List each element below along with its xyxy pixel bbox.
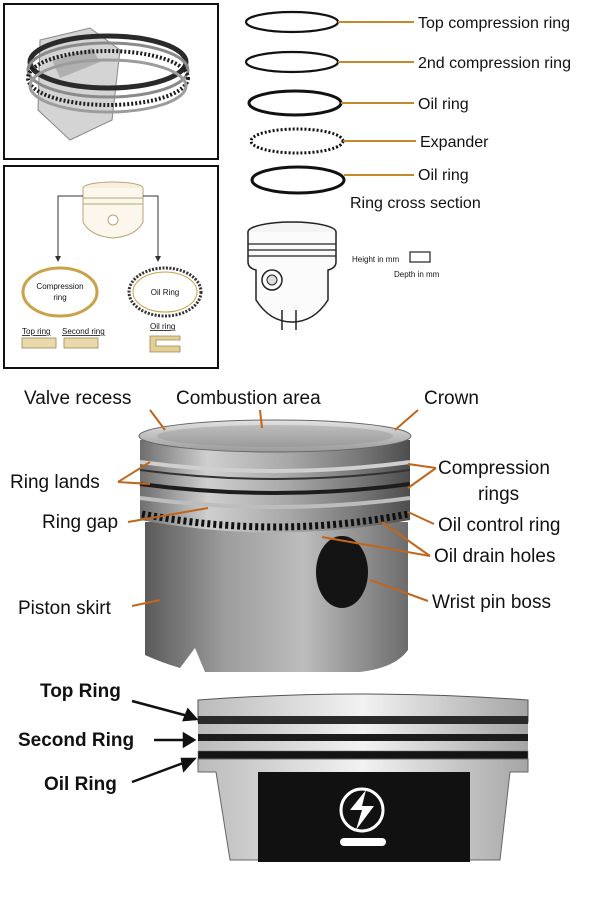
oil-ring-band (197, 750, 529, 760)
ring-positions: Top Ring Second Ring Oil Ring (18, 681, 529, 862)
compression-ring-icon (21, 266, 99, 318)
piston-ring-set-icon (26, 27, 190, 141)
ring-oil-2: Oil ring (250, 165, 469, 195)
arrow-to-oil (143, 195, 159, 258)
label-crown: Crown (424, 388, 479, 409)
anatomy-leader-lines (117, 409, 437, 607)
label-ring-gap: Ring gap (42, 512, 118, 533)
label-oil-control-ring: Oil control ring (438, 515, 561, 536)
ring-label-oil-2: Oil ring (418, 167, 469, 184)
label-top-ring: Top Ring (40, 681, 121, 702)
second-ring-label: Second ring (62, 327, 105, 336)
label-compression-rings-2: rings (478, 484, 519, 505)
ring-cross-section-title: Ring cross section (350, 195, 481, 212)
cross-section-rect (409, 251, 431, 263)
lightning-logo-icon (339, 787, 386, 846)
top-ring-section (21, 337, 57, 349)
ring-label-expander: Expander (420, 134, 489, 151)
oil-ring-section (149, 335, 181, 353)
second-ring-section (63, 337, 99, 349)
oil-ring-small-label: Oil ring (150, 322, 175, 331)
compression-ring-label: Compression (36, 282, 83, 291)
ring-position-arrows (131, 699, 199, 784)
label-compression-rings: Compression (438, 458, 550, 479)
panel-frame (3, 165, 219, 369)
label-oil-drain-holes: Oil drain holes (434, 546, 555, 567)
ring-list: Top compression ring 2nd compression rin… (244, 10, 571, 330)
label-combustion-area: Combustion area (176, 388, 321, 409)
label-valve-recess: Valve recess (24, 388, 131, 409)
oil-control-ring-shape (141, 510, 409, 531)
compression-ring-label-2: ring (53, 293, 66, 302)
piston-schematic-icon (247, 221, 337, 330)
oil-ring-label: Oil Ring (151, 288, 179, 297)
depth-label: Depth in mm (394, 270, 440, 279)
label-oil-ring: Oil Ring (44, 774, 117, 795)
ring-label-second-compression: 2nd compression ring (418, 55, 571, 72)
piston-ring-set-panel (3, 3, 219, 160)
label-piston-skirt: Piston skirt (18, 598, 112, 619)
second-ring-band (198, 734, 528, 741)
crown-shape (138, 419, 412, 453)
height-label: Height in mm (352, 255, 399, 264)
arrow-to-compression (57, 195, 83, 258)
label-wrist-pin-boss: Wrist pin boss (432, 592, 551, 613)
ring-expander: Expander (249, 127, 489, 155)
piston-anatomy: Valve recess Combustion area Crown Ring … (10, 388, 561, 672)
ring-types-panel: Compression ring Oil Ring Top ring Secon… (3, 165, 219, 369)
label-ring-lands: Ring lands (10, 472, 100, 493)
ring-second-compression: 2nd compression ring (244, 50, 571, 74)
ring-label-oil-1: Oil ring (418, 96, 469, 113)
label-second-ring: Second Ring (18, 730, 134, 751)
top-ring-label: Top ring (22, 327, 50, 336)
top-ring-band (198, 716, 528, 724)
wrist-pin-hole (316, 536, 368, 608)
ring-label-top-compression: Top compression ring (418, 15, 570, 32)
ring-top-compression: Top compression ring (244, 10, 570, 34)
ring-band (140, 440, 410, 533)
ring-oil-1: Oil ring (247, 89, 469, 117)
oil-ring-icon (127, 266, 203, 318)
